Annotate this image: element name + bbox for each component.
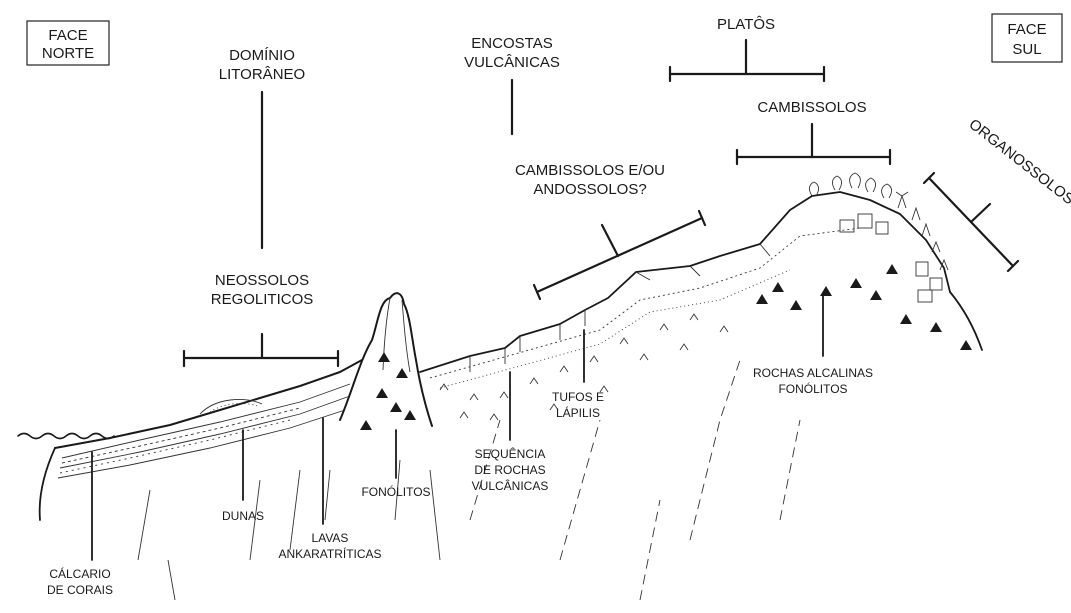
cambissolos-label: CAMBISSOLOS — [757, 99, 866, 116]
svg-text:CÁLCARIO: CÁLCARIO — [49, 566, 110, 581]
face-norte-line2: NORTE — [42, 45, 94, 62]
organossolos-bracket — [924, 173, 1018, 271]
lavas-label: LAVAS ANKARATRÍTICAS — [278, 531, 381, 561]
svg-text:CAMBISSOLOS E/OU: CAMBISSOLOS E/OU — [515, 162, 665, 179]
svg-text:FONÓLITOS: FONÓLITOS — [778, 381, 847, 396]
face-norte-box: FACE NORTE — [27, 21, 109, 65]
cambissolos-andossolos-label: CAMBISSOLOS E/OU ANDOSSOLOS? — [515, 162, 665, 198]
platos-label: PLATÔS — [717, 16, 775, 33]
face-norte-line1: FACE — [48, 27, 87, 44]
sequencia-label: SEQUÊNCIA DE ROCHAS VULCÂNICAS — [472, 446, 549, 493]
neossolos-bracket — [184, 334, 338, 366]
dunas-label: DUNAS — [222, 509, 264, 523]
svg-text:NEOSSOLOS: NEOSSOLOS — [215, 272, 309, 289]
svg-text:ROCHAS ALCALINAS: ROCHAS ALCALINAS — [753, 366, 873, 380]
calcario-label: CÁLCARIO DE CORAIS — [47, 566, 113, 597]
svg-text:REGOLITICOS: REGOLITICOS — [211, 291, 314, 308]
svg-text:LÁPILIS: LÁPILIS — [556, 405, 600, 420]
face-sul-line2: SUL — [1012, 41, 1041, 58]
cambissolos-andossolos-bracket — [534, 211, 705, 299]
encostas-vulcanicas-label: ENCOSTAS VULCÂNICAS — [464, 35, 560, 71]
svg-text:DE ROCHAS: DE ROCHAS — [474, 463, 545, 477]
svg-text:VULCÂNICAS: VULCÂNICAS — [472, 478, 549, 493]
svg-text:VULCÂNICAS: VULCÂNICAS — [464, 54, 560, 71]
svg-text:ANDOSSOLOS?: ANDOSSOLOS? — [533, 181, 646, 198]
svg-text:ENCOSTAS: ENCOSTAS — [471, 35, 552, 52]
neossolos-label: NEOSSOLOS REGOLITICOS — [211, 272, 314, 308]
svg-text:TUFOS E: TUFOS E — [552, 390, 604, 404]
svg-text:DE CORAIS: DE CORAIS — [47, 583, 113, 597]
fonolitos-label: FONÓLITOS — [361, 484, 430, 499]
face-sul-line1: FACE — [1007, 21, 1046, 38]
cambissolos-bracket — [737, 124, 890, 164]
svg-text:LITORÂNEO: LITORÂNEO — [219, 66, 305, 83]
platos-bracket — [670, 40, 824, 81]
svg-text:DOMÍNIO: DOMÍNIO — [229, 47, 295, 64]
svg-text:ANKARATRÍTICAS: ANKARATRÍTICAS — [278, 546, 381, 561]
dominio-litoraneo-label: DOMÍNIO LITORÂNEO — [219, 47, 305, 83]
rochas-alcalinas-label: ROCHAS ALCALINAS FONÓLITOS — [753, 366, 873, 396]
organossolos-label: ORGANOSSOLOS — [966, 116, 1071, 208]
tufos-label: TUFOS E LÁPILIS — [552, 390, 604, 420]
svg-text:LAVAS: LAVAS — [312, 531, 349, 545]
face-sul-box: FACE SUL — [992, 14, 1062, 62]
svg-text:SEQUÊNCIA: SEQUÊNCIA — [475, 446, 546, 461]
